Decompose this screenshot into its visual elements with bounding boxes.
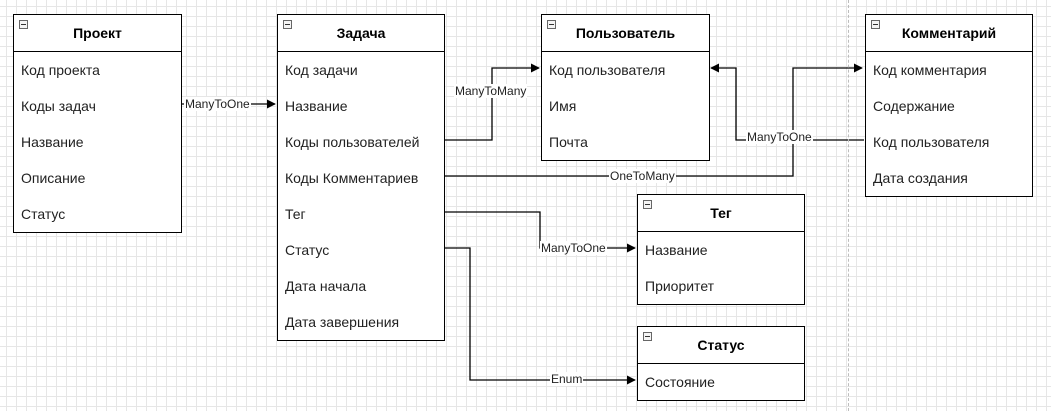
entity-field: Коды пользователей — [285, 134, 420, 150]
entity-title: Задача — [336, 25, 386, 41]
entity-header: Задача — [278, 15, 444, 52]
entity-field: Состояние — [645, 374, 715, 390]
collapse-icon[interactable] — [283, 20, 292, 29]
entity-header: Тег — [638, 195, 804, 232]
entity-header: Статус — [638, 327, 804, 364]
edge-label-comment-user: ManyToOne — [746, 130, 813, 144]
entity-title: Тег — [710, 205, 732, 221]
entity-field: Описание — [21, 170, 86, 186]
edge-task-status — [445, 247, 636, 385]
entity-field: Название — [21, 134, 84, 150]
entity-field: Статус — [285, 242, 330, 258]
page-divider — [848, 0, 849, 411]
edge-label-task-tag: ManyToOne — [540, 241, 607, 255]
entity-field: Коды Комментариев — [285, 170, 419, 186]
entity-header: Пользователь — [542, 15, 709, 52]
entity-field: Тег — [285, 206, 306, 222]
edge-task-user — [445, 63, 540, 141]
entity-header: Проект — [14, 15, 181, 52]
edge-label-task-status: Enum — [550, 372, 584, 386]
entity-field: Приоритет — [645, 278, 715, 294]
entity-comment[interactable]: Комментарий Код комментария Содержание К… — [865, 14, 1033, 197]
entity-field: Название — [645, 242, 708, 258]
entity-tag[interactable]: Тег Название Приоритет — [637, 194, 805, 305]
entity-field: Код проекта — [21, 62, 100, 78]
entity-field: Содержание — [873, 98, 955, 114]
entity-field: Дата создания — [873, 170, 968, 186]
entity-title: Пользователь — [575, 25, 676, 41]
entity-title: Статус — [697, 337, 745, 353]
entity-field: Название — [285, 98, 348, 114]
entity-status[interactable]: Статус Состояние — [637, 326, 805, 401]
entity-header: Комментарий — [866, 15, 1032, 52]
entity-project[interactable]: Проект Код проекта Коды задач Название О… — [13, 14, 182, 233]
entity-field: Код комментария — [873, 62, 987, 78]
entity-field: Имя — [549, 98, 577, 114]
edge-label-project-task: ManyToOne — [184, 97, 251, 111]
collapse-icon[interactable] — [19, 20, 28, 29]
entity-title: Проект — [73, 25, 122, 41]
entity-field: Дата начала — [285, 278, 367, 294]
collapse-icon[interactable] — [643, 200, 652, 209]
entity-field: Код задачи — [285, 62, 358, 78]
edge-label-task-user: ManyToMany — [454, 84, 528, 98]
entity-user[interactable]: Пользователь Код пользователя Имя Почта — [541, 14, 710, 161]
entity-field: Почта — [549, 134, 588, 150]
collapse-icon[interactable] — [871, 20, 880, 29]
entity-field: Коды задач — [21, 98, 96, 114]
edge-label-task-comment: OneToMany — [609, 169, 676, 183]
entity-field: Статус — [21, 206, 66, 222]
collapse-icon[interactable] — [547, 20, 556, 29]
collapse-icon[interactable] — [643, 332, 652, 341]
entity-task[interactable]: Задача Код задачи Название Коды пользова… — [277, 14, 445, 341]
entity-field: Дата завершения — [285, 314, 400, 330]
entity-field: Код пользователя — [549, 62, 666, 78]
entity-field: Код пользователя — [873, 134, 990, 150]
entity-title: Комментарий — [901, 25, 997, 41]
